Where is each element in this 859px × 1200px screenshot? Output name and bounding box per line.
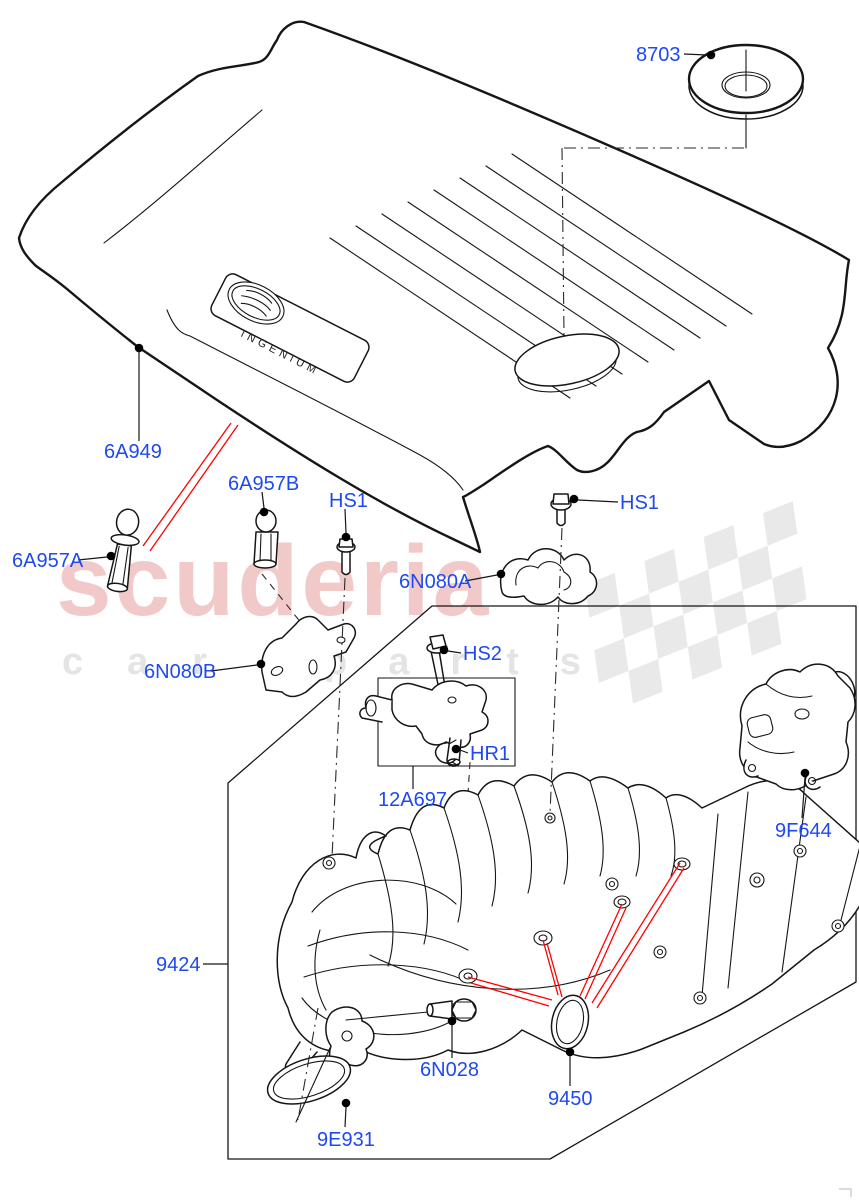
part-label-HS2[interactable]: HS2 xyxy=(463,643,502,665)
part-label-6N080B[interactable]: 6N080B xyxy=(144,661,216,683)
throttle-body-9F644 xyxy=(738,663,856,791)
stud-6A957B xyxy=(253,509,279,569)
brand-badge: INGENIUM xyxy=(210,273,370,383)
assembly-lines xyxy=(261,527,563,1121)
part-label-6N080A[interactable]: 6N080A xyxy=(399,571,472,593)
part-label-9F644[interactable]: 9F644 xyxy=(775,820,832,842)
clip-HR1 xyxy=(434,739,460,767)
stud-6A957A xyxy=(106,508,140,593)
intake-manifold xyxy=(276,772,859,1076)
seal-9450 xyxy=(550,994,590,1050)
part-label-HS1-left[interactable]: HS1 xyxy=(329,490,368,512)
part-label-6A957A[interactable]: 6A957A xyxy=(12,550,84,572)
part-label-6A949[interactable]: 6A949 xyxy=(104,441,162,463)
bolt-HS1-left xyxy=(336,538,356,576)
part-label-9424[interactable]: 9424 xyxy=(156,954,201,976)
red-indicator-lines xyxy=(142,422,685,1009)
part-label-9450[interactable]: 9450 xyxy=(548,1088,593,1110)
part-label-6A957B[interactable]: 6A957B xyxy=(228,473,299,495)
group-box xyxy=(227,605,857,1160)
bracket-6N080B xyxy=(260,615,356,698)
part-label-HR1[interactable]: HR1 xyxy=(470,743,510,765)
leader-lines xyxy=(77,50,810,1128)
watermark-tagline-word1: car xyxy=(62,641,252,683)
part-label-HS1-right[interactable]: HS1 xyxy=(620,492,659,514)
corner-mark xyxy=(839,1188,852,1197)
gasket-9E931 xyxy=(266,1047,352,1123)
part-label-6N028[interactable]: 6N028 xyxy=(420,1059,479,1081)
engine-cover: INGENIUM xyxy=(17,20,851,554)
bolt-HS1-right xyxy=(550,493,572,527)
part-label-9E931[interactable]: 9E931 xyxy=(317,1129,375,1151)
part-label-8703[interactable]: 8703 xyxy=(636,44,681,66)
checkered-flag-watermark xyxy=(585,501,807,704)
part-labels: 8703 6A949 6A957A 6A957B HS1 HS1 6N080A … xyxy=(12,44,832,1151)
clamp-6N080A xyxy=(499,548,598,606)
grommet-part xyxy=(687,43,805,120)
part-label-12A697[interactable]: 12A697 xyxy=(378,789,447,811)
